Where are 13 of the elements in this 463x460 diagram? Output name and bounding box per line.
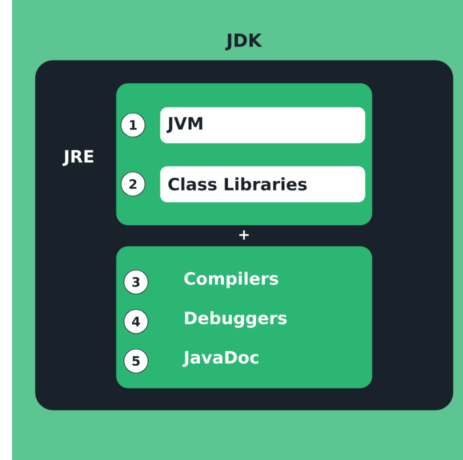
item-box: Class Libraries (160, 166, 366, 202)
number-badge: 4 (124, 309, 148, 334)
plus-sign: + (239, 230, 249, 240)
number-badge: 3 (124, 270, 148, 294)
number-badge: 1 (120, 112, 146, 138)
item-text: JavaDoc (182, 351, 258, 367)
item-box: JVM (160, 107, 366, 144)
number-badge: 2 (120, 172, 146, 196)
number-badge: 5 (124, 348, 148, 374)
item-text: Debuggers (185, 311, 287, 328)
group-heading: JRE (62, 150, 94, 166)
panel-heading: JDK (225, 34, 262, 50)
item-text: Compilers (184, 272, 278, 288)
